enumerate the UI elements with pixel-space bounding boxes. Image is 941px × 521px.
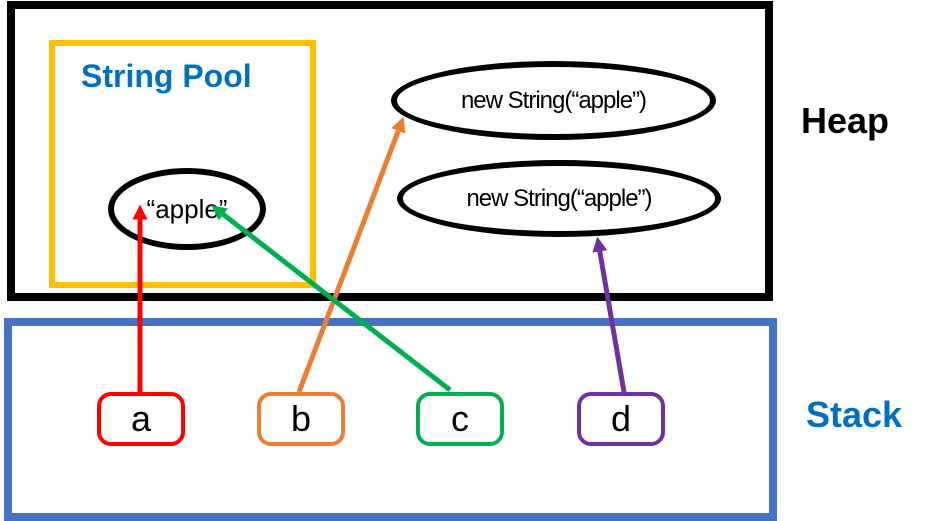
new-string-node-1: new String(“apple”) (391, 61, 716, 140)
variable-a-label: a (130, 398, 152, 439)
string-literal-text: “apple” (146, 193, 228, 224)
new-string-2-text: new String(“apple”) (466, 184, 652, 212)
string-literal-node: “apple” (108, 168, 266, 250)
new-string-node-2: new String(“apple”) (397, 160, 721, 237)
string-pool-title: String Pool (81, 58, 252, 94)
stack-variable-b: b (257, 392, 345, 446)
stack-variable-a: a (97, 392, 185, 446)
stack-variable-c: c (416, 392, 504, 446)
heap-label: Heap (801, 100, 890, 141)
variable-d-label: d (610, 398, 632, 439)
variable-c-label: c (451, 398, 469, 439)
stack-label: Stack (806, 394, 903, 435)
new-string-1-text: new String(“apple”) (460, 86, 647, 114)
heap-region: String Pool “apple” new String(“apple”) … (7, 1, 773, 301)
variable-b-label: b (290, 398, 312, 439)
stack-variable-d: d (577, 392, 665, 446)
string-pool-region: String Pool “apple” (49, 40, 316, 288)
